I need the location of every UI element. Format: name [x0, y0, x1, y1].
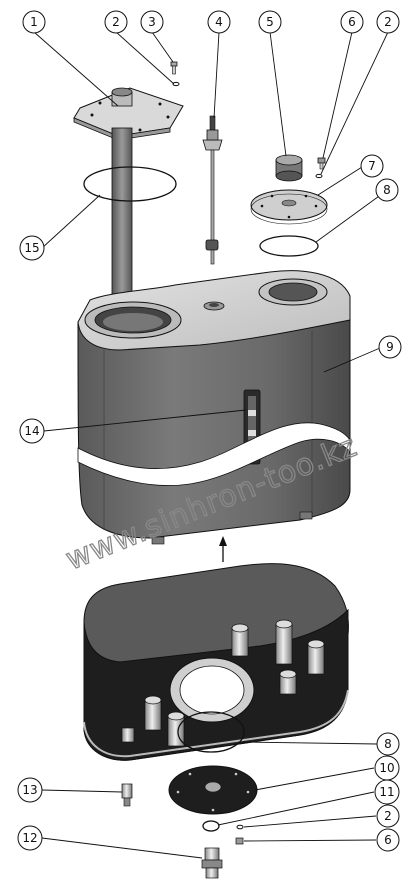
part-10-bottom-cover [168, 765, 258, 815]
part-6-screw-top [317, 157, 326, 170]
callout-2-top-right: 2 [376, 10, 400, 34]
nozzle-3 [307, 639, 325, 675]
callout-11: 11 [374, 779, 400, 805]
tank-bottom-section [83, 563, 349, 761]
callout-6-bottom: 6 [376, 828, 400, 852]
nozzle-5 [144, 695, 162, 731]
callout-6-top: 6 [340, 10, 364, 34]
callout-12: 12 [17, 825, 43, 851]
svg-text:6: 6 [384, 833, 392, 847]
part-5-filler-cap [275, 154, 303, 182]
callout-14: 14 [19, 418, 45, 444]
callout-9: 9 [378, 335, 402, 359]
callout-13: 13 [17, 777, 43, 803]
part-4-level-sensor [202, 115, 223, 265]
nozzle-7 [121, 727, 135, 743]
part-8-o-ring-top [259, 235, 319, 257]
svg-text:4: 4 [215, 15, 223, 29]
svg-text:2: 2 [112, 15, 120, 29]
svg-text:8: 8 [383, 183, 391, 197]
part-1-flange-pipe [73, 87, 184, 301]
svg-text:15: 15 [24, 241, 39, 255]
callout-8-top: 8 [375, 178, 399, 202]
svg-text:8: 8 [384, 737, 392, 751]
svg-text:5: 5 [266, 15, 274, 29]
part-6-screw-bottom [235, 837, 244, 845]
svg-text:6: 6 [348, 15, 356, 29]
callout-7: 7 [360, 154, 384, 178]
part-12-fitting [201, 847, 223, 879]
svg-text:10: 10 [379, 761, 394, 775]
callout-10: 10 [374, 755, 400, 781]
part-2-washer-bottom [236, 824, 244, 830]
svg-text:11: 11 [379, 785, 394, 799]
part-3-bolt [170, 61, 178, 75]
part-15-o-ring [83, 166, 177, 202]
svg-text:2: 2 [384, 15, 392, 29]
svg-text:13: 13 [22, 783, 37, 797]
callout-15: 15 [19, 235, 45, 261]
svg-text:1: 1 [30, 15, 38, 29]
part-9-tank [77, 270, 351, 545]
svg-text:14: 14 [24, 424, 39, 438]
svg-text:12: 12 [22, 831, 37, 845]
nozzle-2 [275, 619, 293, 665]
nozzle-4 [279, 669, 297, 695]
svg-text:3: 3 [148, 15, 156, 29]
callout-1: 1 [22, 10, 46, 34]
callout-2-bottom: 2 [376, 804, 400, 828]
callout-3: 3 [140, 10, 164, 34]
callout-4: 4 [207, 10, 231, 34]
part-13-drain-valve [121, 783, 133, 807]
part-8-o-ring-bottom [177, 711, 245, 753]
callout-2-top-left: 2 [104, 10, 128, 34]
callout-8-bottom: 8 [376, 732, 400, 756]
svg-text:9: 9 [386, 340, 394, 354]
svg-text:2: 2 [384, 809, 392, 823]
svg-text:7: 7 [368, 159, 376, 173]
part-11-small-o-ring [202, 820, 220, 832]
nozzle-1 [231, 623, 249, 657]
assembly-arrow [219, 536, 227, 562]
callout-5: 5 [258, 10, 282, 34]
leader-lines [33, 31, 389, 859]
part-7-cover-plate [250, 189, 328, 225]
part-2-washer-right [315, 173, 323, 179]
part-2-washer-top [172, 81, 180, 87]
